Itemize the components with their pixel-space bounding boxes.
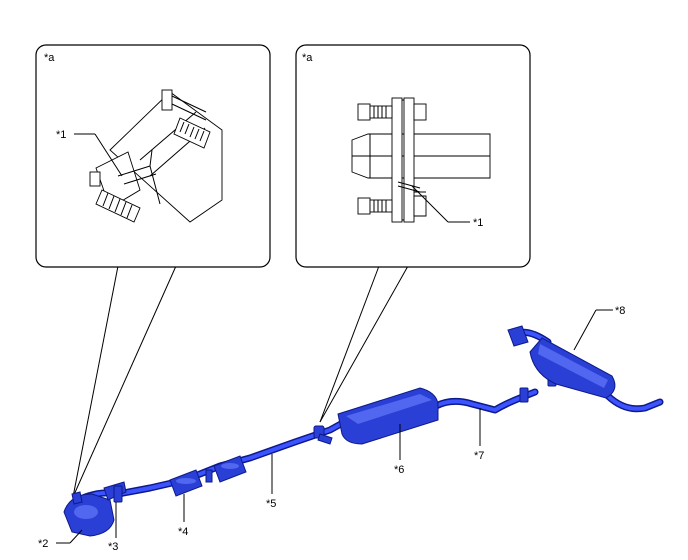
label-5: *5 bbox=[266, 454, 276, 510]
left-lower-bolt bbox=[89, 171, 141, 223]
label-2: *2 bbox=[38, 529, 83, 550]
label-8: *8 bbox=[573, 305, 625, 351]
label-7: *7 bbox=[474, 408, 484, 462]
right-callout-leader bbox=[319, 265, 409, 423]
center-converter bbox=[169, 455, 247, 497]
right-box-part-label: *1 bbox=[473, 217, 483, 229]
right-detail-drawing bbox=[351, 97, 491, 223]
right-box-tag: *a bbox=[302, 52, 313, 64]
label-6: *6 bbox=[394, 424, 404, 476]
right-lower-bolt bbox=[357, 191, 427, 217]
label-8-text: *8 bbox=[615, 305, 625, 317]
center-muffler bbox=[337, 387, 439, 445]
left-box-tag: *a bbox=[44, 52, 55, 64]
left-callout-leader bbox=[72, 265, 177, 498]
label-4: *4 bbox=[178, 494, 188, 538]
label-2-text: *2 bbox=[38, 538, 48, 550]
label-5-text: *5 bbox=[266, 498, 276, 510]
label-3-text: *3 bbox=[108, 541, 118, 553]
right-upper-bolt bbox=[357, 103, 427, 121]
right-detail-box: *a bbox=[295, 44, 531, 268]
front-pipe-clamp bbox=[313, 425, 333, 445]
label-7-text: *7 bbox=[474, 450, 484, 462]
label-3: *3 bbox=[108, 502, 118, 553]
left-box-part-label: *1 bbox=[56, 129, 66, 141]
left-detail-drawing bbox=[89, 89, 223, 223]
exhaust-system bbox=[63, 325, 664, 537]
front-flange bbox=[113, 485, 123, 503]
rear-muffler bbox=[507, 325, 616, 399]
label-4-text: *4 bbox=[178, 526, 188, 538]
left-stud-threads bbox=[173, 117, 211, 149]
left-detail-box: *a *1 bbox=[35, 44, 271, 268]
label-6-text: *6 bbox=[394, 464, 404, 476]
